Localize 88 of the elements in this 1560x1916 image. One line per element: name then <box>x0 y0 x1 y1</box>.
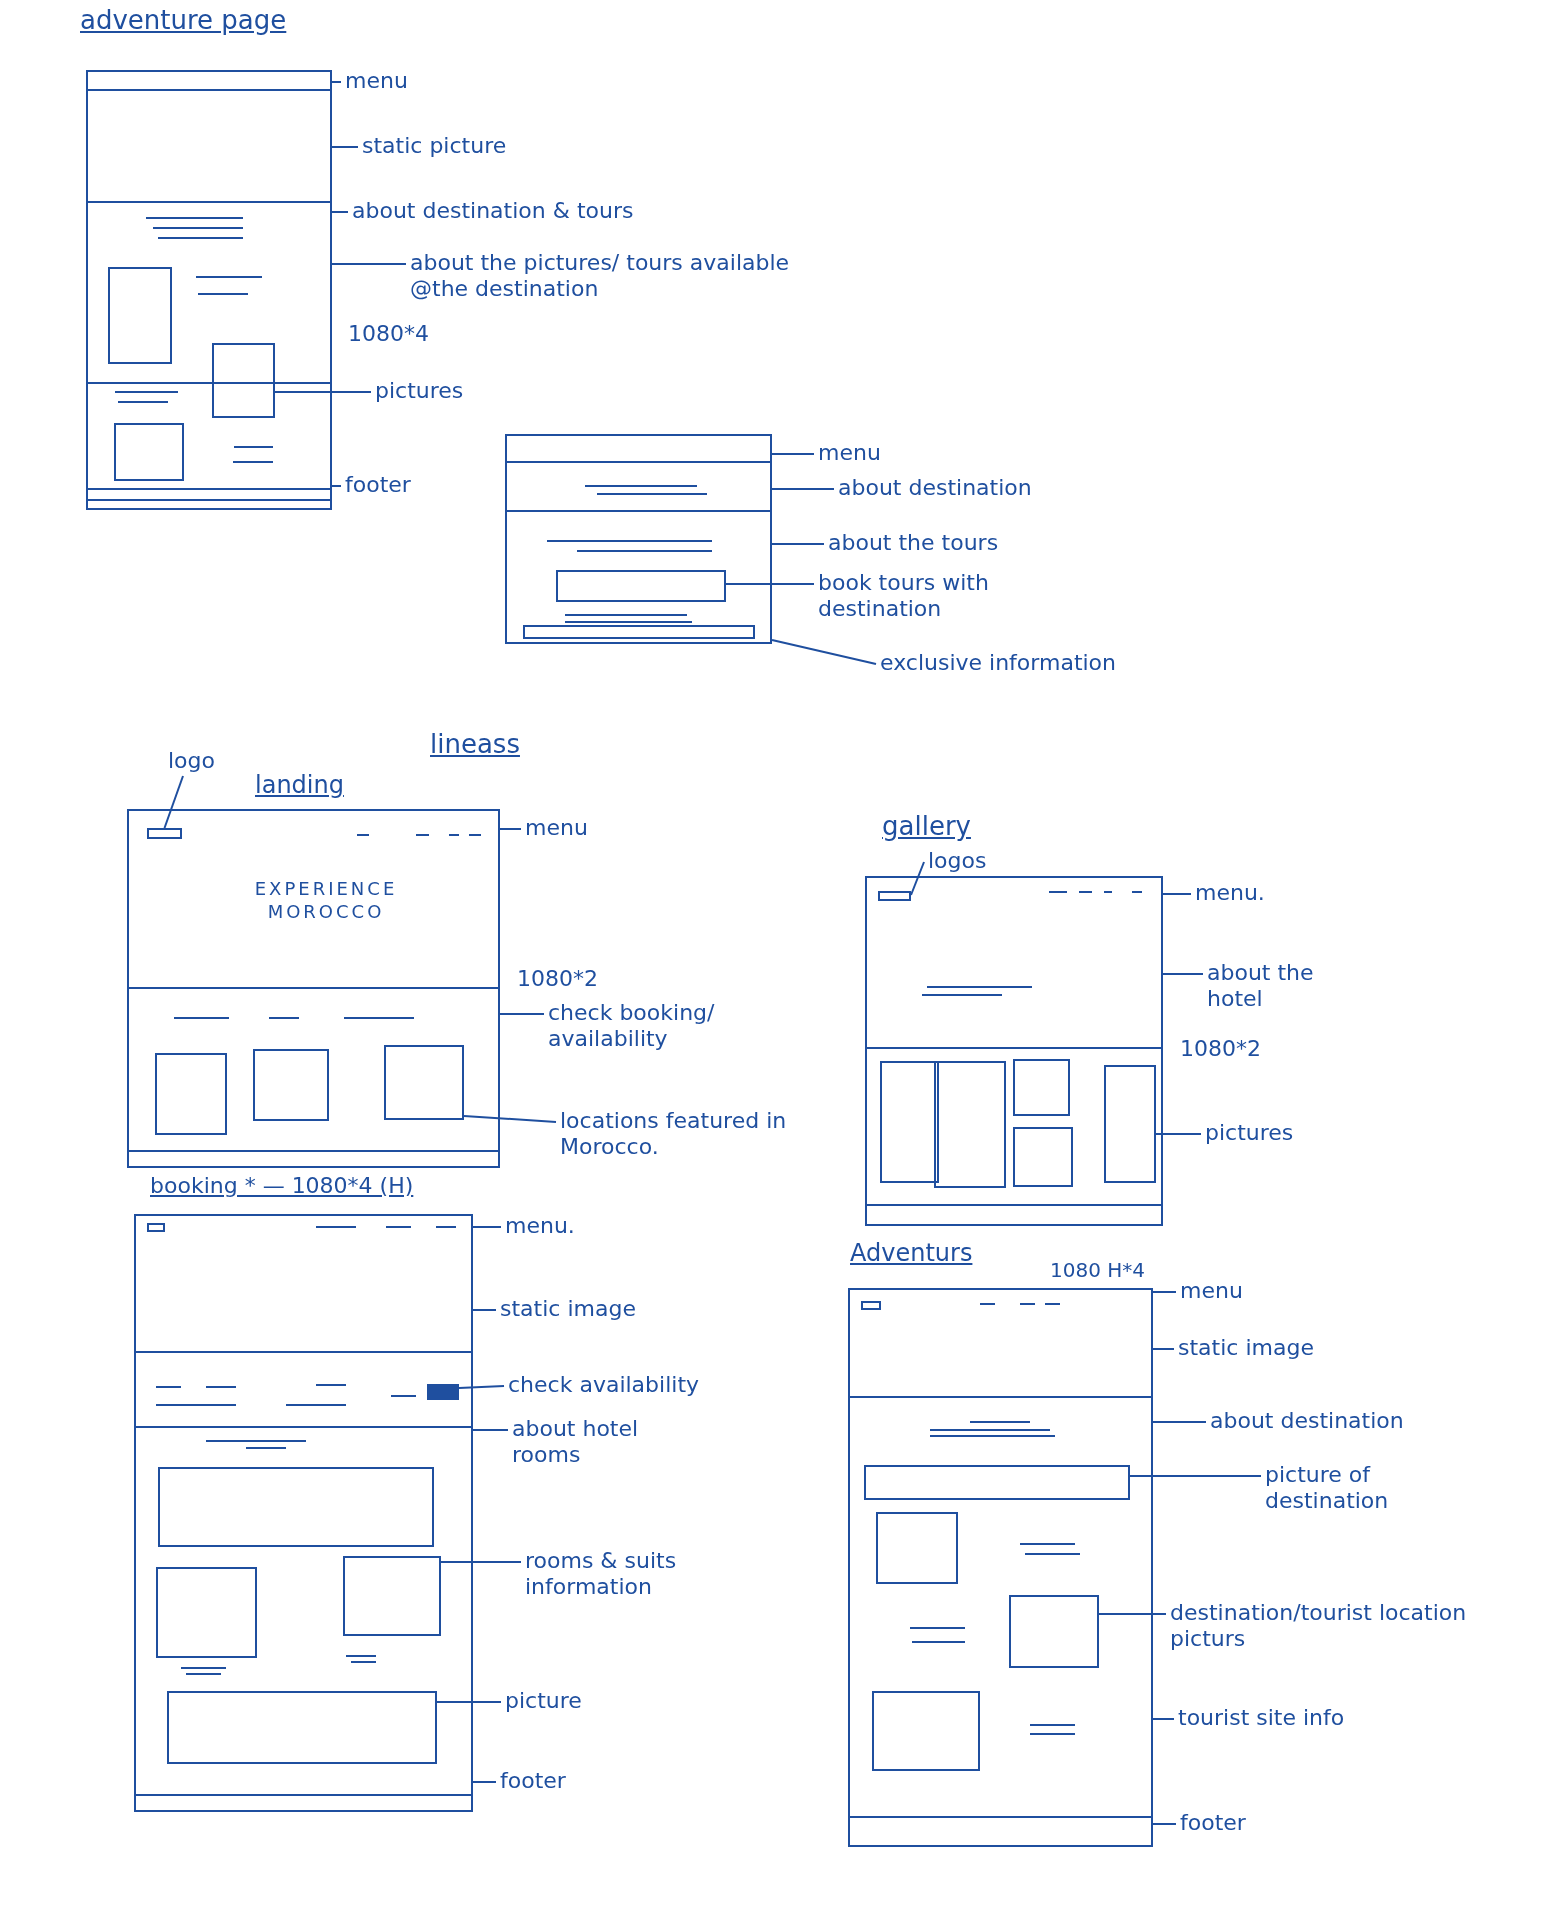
annotation-label: book tours with destination <box>818 570 1108 623</box>
picture-placeholder <box>864 1465 1130 1500</box>
leader-line <box>472 1781 497 1783</box>
leader-line <box>331 485 342 487</box>
leader-line <box>1098 1613 1167 1615</box>
picture-placeholder <box>878 891 911 901</box>
annotation-label: about hotel rooms <box>512 1416 682 1469</box>
page-heading: gallery <box>882 810 971 843</box>
note-text: 1080*2 <box>1180 1035 1261 1063</box>
annotation-label: about destination <box>1210 1408 1404 1435</box>
annotation-label: rooms & suits information <box>525 1548 735 1601</box>
annotation-label: picture <box>505 1688 582 1715</box>
annotation-label: menu <box>818 440 881 467</box>
leader-line <box>910 861 925 896</box>
leader-line <box>1152 1718 1175 1720</box>
annotation-label: check booking/ availability <box>548 1000 748 1053</box>
leader-line <box>331 263 407 265</box>
annotation-label: about destination <box>838 475 1032 502</box>
leader-line <box>771 543 825 545</box>
picture-placeholder <box>1104 1065 1156 1183</box>
annotation-label: pictures <box>1205 1120 1294 1147</box>
annotation-label: about the pictures/ tours available @the destination <box>410 250 830 303</box>
annotation-label: logos <box>928 848 987 875</box>
annotation-label: locations featured in Morocco. <box>560 1108 830 1161</box>
picture-placeholder <box>147 828 182 839</box>
leader-line <box>436 1701 502 1703</box>
note-text: 1080*4 <box>348 320 429 348</box>
picture-placeholder <box>1009 1595 1099 1668</box>
picture-placeholder <box>167 1691 437 1764</box>
leader-line <box>1129 1475 1262 1477</box>
annotation-label: static image <box>1178 1335 1314 1362</box>
annotation-label: exclusive information <box>880 650 1117 677</box>
annotation-label: menu <box>345 68 408 95</box>
hero-title: EXPERIENCE MOROCCO <box>253 878 399 923</box>
annotation-label: menu <box>525 815 588 842</box>
annotation-label: check availability <box>508 1372 700 1399</box>
leader-line <box>331 211 349 213</box>
leader-line <box>771 639 877 665</box>
annotation-label: footer <box>1180 1810 1246 1837</box>
leader-line <box>331 146 359 148</box>
leader-line <box>1152 1823 1177 1825</box>
leader-line <box>458 1385 505 1389</box>
picture-placeholder <box>556 570 726 602</box>
leader-line <box>771 453 815 455</box>
page-heading: landing <box>255 770 344 800</box>
picture-placeholder <box>343 1556 441 1636</box>
annotation-label: footer <box>345 472 411 499</box>
annotation-label: pictures <box>375 378 464 405</box>
leader-line <box>499 1013 545 1015</box>
note-text: 1080*2 <box>517 965 598 993</box>
annotation-label: tourist site info <box>1178 1705 1345 1732</box>
leader-line <box>1152 1291 1177 1293</box>
page-heading: lineass <box>430 728 520 761</box>
leader-line <box>440 1561 522 1563</box>
annotation-label: menu. <box>1195 880 1265 907</box>
leader-line <box>163 775 184 829</box>
leader-line <box>1162 893 1192 895</box>
leader-line <box>274 391 372 393</box>
annotation-label: logo <box>168 748 215 775</box>
page-heading: Adventurs <box>850 1238 973 1268</box>
leader-line <box>725 583 815 585</box>
leader-line <box>463 1115 557 1123</box>
annotation-label: picture of destination <box>1265 1462 1495 1515</box>
annotation-label: static image <box>500 1296 636 1323</box>
leader-line <box>472 1429 509 1431</box>
leader-line <box>1152 1421 1207 1423</box>
leader-line <box>1162 973 1204 975</box>
leader-line <box>472 1309 497 1311</box>
annotation-label: destination/tourist location picturs <box>1170 1600 1510 1653</box>
annotation-label: about destination & tours <box>352 198 634 225</box>
annotation-label: menu <box>1180 1278 1243 1305</box>
picture-placeholder <box>384 1045 464 1120</box>
page-heading: booking * — 1080*4 (H) <box>150 1172 414 1200</box>
annotation-label: about the hotel <box>1207 960 1357 1013</box>
picture-placeholder <box>212 343 275 418</box>
note-text: 1080 H*4 <box>1050 1258 1146 1283</box>
leader-line <box>1155 1133 1202 1135</box>
leader-line <box>1152 1348 1175 1350</box>
annotation-label: about the tours <box>828 530 999 557</box>
annotation-label: static picture <box>362 133 507 160</box>
leader-line <box>331 81 342 83</box>
button-block <box>427 1384 459 1400</box>
leader-line <box>499 828 522 830</box>
annotation-label: footer <box>500 1768 566 1795</box>
annotation-label: menu. <box>505 1213 575 1240</box>
leader-line <box>771 488 835 490</box>
page-heading: adventure page <box>80 4 287 37</box>
leader-line <box>472 1226 502 1228</box>
